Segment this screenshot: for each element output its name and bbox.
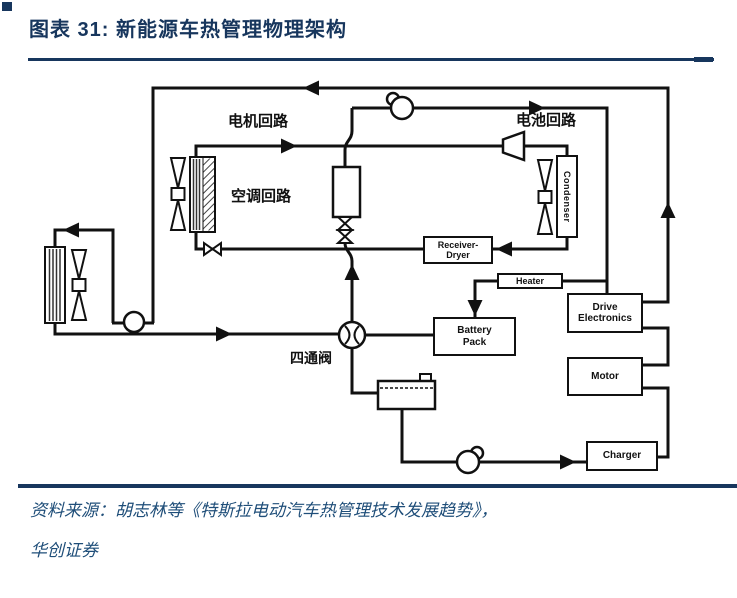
thermal-diagram (44, 80, 676, 475)
figure-title: 图表 31: 新能源车热管理物理架构 (29, 19, 348, 41)
pump-icon (385, 91, 415, 121)
source-line-1: 资料来源：胡志林等《特斯拉电动汽车热管理技术发展趋势》， (30, 501, 498, 520)
fan-icon (169, 157, 187, 231)
motor-loop-label: 电机回路 (228, 113, 289, 130)
title-underline-tick (694, 57, 713, 62)
heater-label: Heater (515, 275, 544, 286)
tank-icon (376, 373, 437, 411)
source-line-2: 华创证券 (30, 541, 98, 560)
receiver-dryer-line2: Dryer (446, 250, 470, 260)
ac-loop-label: 空调回路 (231, 188, 292, 205)
receiver-dryer-line1: Receiver- (437, 239, 479, 250)
battery-loop-label: 电池回路 (516, 112, 577, 129)
receiver-dryer-box: Receiver- Dryer (423, 236, 493, 264)
fan-icon (70, 249, 88, 321)
four-way-valve-label: 四通阀 (290, 350, 332, 366)
pipe-network (53, 86, 670, 464)
battery-pack-line2: Pack (462, 336, 487, 348)
pump-icon (122, 310, 146, 334)
compressor-icon (501, 130, 526, 162)
condenser-label: Condenser (562, 170, 573, 223)
drive-electronics-line2: Electronics (578, 313, 632, 324)
motor-label: Motor (591, 370, 619, 382)
chiller-icon (331, 165, 362, 219)
title-underline (28, 58, 714, 61)
charger-box: Charger (586, 441, 658, 471)
condenser-box: Condenser (556, 155, 578, 238)
heater-box: Heater (497, 273, 563, 289)
expansion-valve-icon (203, 241, 222, 257)
flow-arrows (63, 80, 676, 470)
corner-mark (2, 2, 12, 11)
drive-electronics-box: Drive Electronics (567, 293, 643, 333)
drive-electronics-line1: Drive (592, 301, 618, 313)
battery-pack-box: Battery Pack (433, 317, 516, 356)
radiator-icon (44, 246, 66, 324)
expansion-valve-icon (335, 216, 355, 244)
footer-rule (18, 484, 737, 488)
fan-icon (536, 159, 554, 235)
charger-label: Charger (602, 450, 642, 462)
evaporator-icon (189, 156, 216, 233)
four-way-valve-icon (337, 320, 367, 350)
battery-pack-line1: Battery (457, 325, 492, 336)
motor-box: Motor (567, 357, 643, 396)
pump-icon (455, 445, 485, 475)
